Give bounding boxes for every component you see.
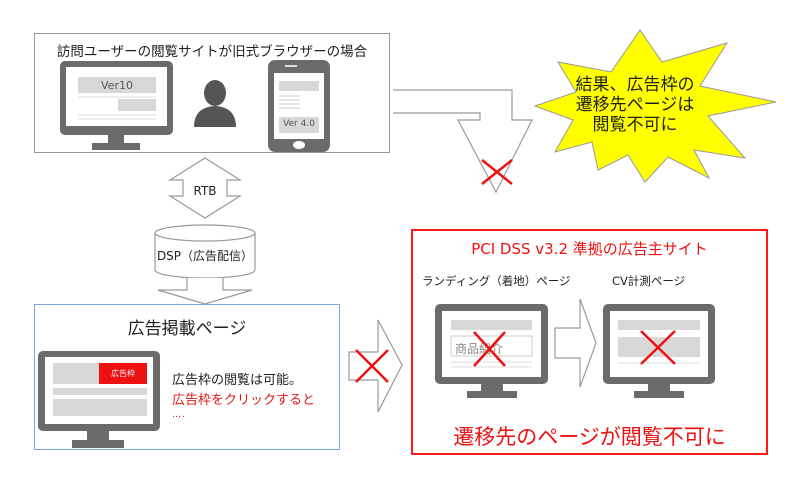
ad-slot-label: 広告枠 <box>111 369 135 378</box>
ad-page-text-line3: …. <box>172 410 186 420</box>
starburst-callout <box>533 29 777 183</box>
burst-text: 結果、広告枠の 遷移先ページは 閲覧不可に <box>560 75 710 135</box>
red-x-icon <box>355 349 389 383</box>
user-silhouette-icon <box>194 80 236 127</box>
rtb-label: RTB <box>193 184 217 198</box>
smartphone-icon <box>268 60 330 152</box>
pc-version-label: Ver10 <box>101 79 133 92</box>
burst-line2: 遷移先ページは <box>575 95 695 115</box>
rtb-double-arrow <box>167 157 243 219</box>
bent-arrow-down <box>393 89 533 194</box>
right-arrow-blocked <box>348 319 403 413</box>
visitor-panel-title: 訪問ユーザーの閲覧サイトが旧式ブラウザーの場合 <box>56 44 368 60</box>
advertiser-site-title: PCI DSS v3.2 準拠の広告主サイト <box>471 240 708 258</box>
dsp-label: DSP（広告配信） <box>156 249 254 263</box>
desktop-monitor-icon <box>38 351 160 448</box>
advertiser-bottom-text: 遷移先のページが閲覧不可に <box>453 425 726 449</box>
burst-line3: 閲覧不可に <box>592 115 678 135</box>
red-x-icon <box>473 331 506 367</box>
desktop-monitor-icon <box>603 304 715 398</box>
cv-page-label: CV計測ページ <box>612 274 686 288</box>
red-x-icon <box>481 159 513 185</box>
ad-page-text-line1: 広告枠の閲覧は可能。 <box>172 373 303 388</box>
red-x-icon <box>640 330 676 365</box>
landing-page-label: ランディング（着地）ページ <box>422 274 571 288</box>
ad-page-title: 広告掲載ページ <box>127 319 247 339</box>
ad-page-text-line2: 広告枠をクリックすると <box>172 393 316 408</box>
dsp-database-cylinder <box>154 224 256 279</box>
desktop-monitor-icon <box>60 61 173 150</box>
phone-version-label: Ver 4.0 <box>283 119 315 129</box>
burst-line1: 結果、広告枠の <box>575 75 695 95</box>
right-arrow <box>554 298 597 388</box>
desktop-monitor-icon <box>435 304 548 398</box>
